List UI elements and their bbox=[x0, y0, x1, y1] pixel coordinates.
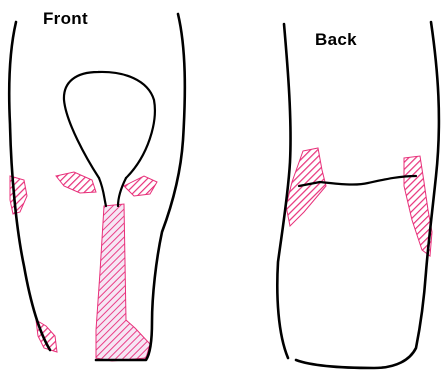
back-label: Back bbox=[315, 30, 357, 50]
back-left-patch bbox=[286, 148, 326, 226]
front-label: Front bbox=[43, 9, 88, 29]
back-view bbox=[277, 22, 439, 368]
front-knee-stem bbox=[99, 178, 126, 206]
front-right-knee-patch bbox=[124, 176, 157, 196]
front-left-knee-patch bbox=[56, 172, 96, 193]
front-knee-loop bbox=[64, 72, 155, 178]
front-shin-patch bbox=[96, 204, 150, 361]
back-leg-left-outline bbox=[277, 24, 290, 358]
front-view bbox=[9, 14, 185, 361]
